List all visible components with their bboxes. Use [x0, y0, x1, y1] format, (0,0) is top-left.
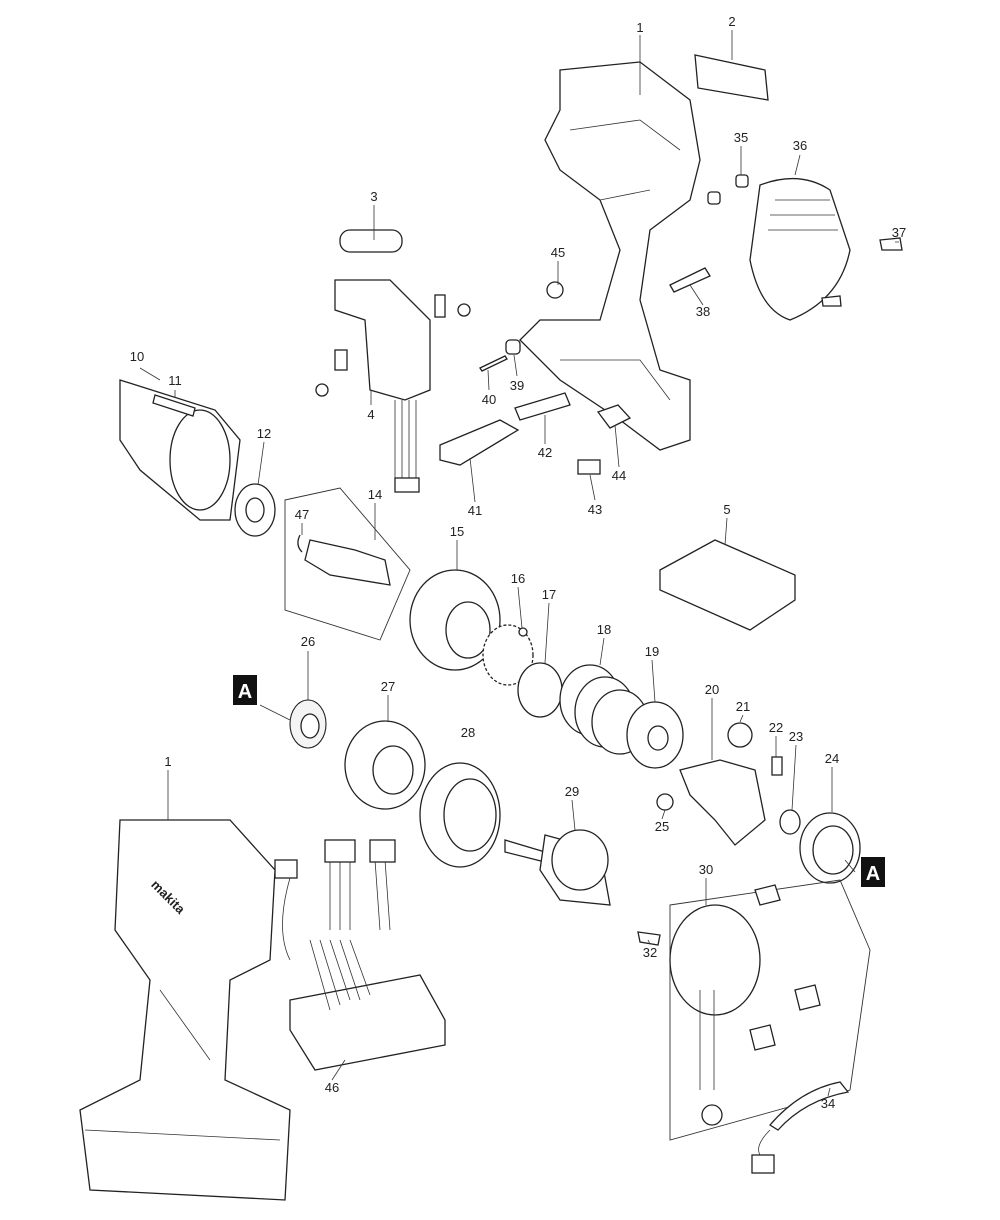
part-29-rotor [504, 829, 611, 906]
label-3: 3 [370, 189, 377, 204]
label-17: 17 [542, 587, 556, 602]
part-10-hammer-case [119, 379, 241, 521]
label-28: 28 [461, 725, 475, 740]
label-35: 35 [734, 130, 748, 145]
part-21-gear [727, 722, 753, 748]
label-39: 39 [510, 378, 524, 393]
label-44: 44 [612, 468, 626, 483]
part-46-controller [274, 839, 446, 1071]
part-5-terminal [659, 539, 796, 631]
label-30: 30 [699, 862, 713, 877]
part-switch [315, 279, 471, 493]
label-34: 34 [821, 1096, 835, 1111]
label-18: 18 [597, 622, 611, 637]
label-14: 14 [368, 487, 382, 502]
part-34 [769, 1081, 850, 1131]
label-22: 22 [769, 720, 783, 735]
label-27: 27 [381, 679, 395, 694]
part-labels: 1 2 3 35 36 37 45 38 10 11 39 40 4 42 44… [130, 14, 906, 1111]
label-37: 37 [892, 225, 906, 240]
label-25: 25 [655, 819, 669, 834]
part-11-screw [152, 394, 196, 417]
reference-mark-a-right: A [861, 857, 885, 887]
label-19: 19 [645, 644, 659, 659]
part-42 [514, 392, 571, 421]
label-1-lower: 1 [164, 754, 171, 769]
part-35 [735, 174, 749, 188]
label-29: 29 [565, 784, 579, 799]
part-23-ring [779, 809, 801, 835]
label-12: 12 [257, 426, 271, 441]
label-20: 20 [705, 682, 719, 697]
label-10: 10 [130, 349, 144, 364]
label-24: 24 [825, 751, 839, 766]
part-22-pin [771, 756, 783, 776]
label-26: 26 [301, 634, 315, 649]
part-25-ball [656, 793, 674, 811]
part-plate [694, 54, 769, 101]
part-36-cover [749, 177, 851, 321]
label-16: 16 [511, 571, 525, 586]
label-32: 32 [643, 945, 657, 960]
part-45 [546, 281, 564, 299]
part-housing-upper [519, 61, 701, 451]
svg-text:A: A [238, 681, 252, 703]
label-42: 42 [538, 445, 552, 460]
label-43: 43 [588, 502, 602, 517]
label-4: 4 [367, 407, 374, 422]
part-32 [637, 931, 661, 946]
label-23: 23 [789, 729, 803, 744]
part-38-screw [669, 267, 711, 293]
part-20-spindle [679, 759, 766, 846]
label-15: 15 [450, 524, 464, 539]
label-11: 11 [168, 373, 182, 388]
label-5: 5 [723, 502, 730, 517]
label-38: 38 [696, 304, 710, 319]
part-16-balls [482, 624, 534, 686]
label-45: 45 [551, 245, 565, 260]
part-housing-lower: makita [79, 819, 291, 1201]
svg-text:A: A [866, 863, 880, 885]
part-40-pin [479, 355, 508, 372]
part-43 [577, 459, 601, 475]
part-14-anvil [304, 539, 391, 586]
part-44 [596, 404, 632, 429]
part-35b [707, 191, 721, 205]
label-21: 21 [736, 699, 750, 714]
part-screw-b [821, 295, 842, 307]
part-39 [505, 339, 521, 355]
part-switch-lever [339, 229, 403, 253]
label-40: 40 [482, 392, 496, 407]
reference-mark-a-left: A [233, 675, 257, 705]
label-36: 36 [793, 138, 807, 153]
part-41 [439, 419, 520, 466]
label-2: 2 [728, 14, 735, 29]
part-30-stator-board [669, 904, 761, 1016]
label-47: 47 [295, 507, 309, 522]
part-37-screw [879, 237, 903, 251]
label-46: 46 [325, 1080, 339, 1095]
part-17-washer [517, 662, 563, 718]
label-1-upper: 1 [636, 20, 643, 35]
label-41: 41 [468, 503, 482, 518]
